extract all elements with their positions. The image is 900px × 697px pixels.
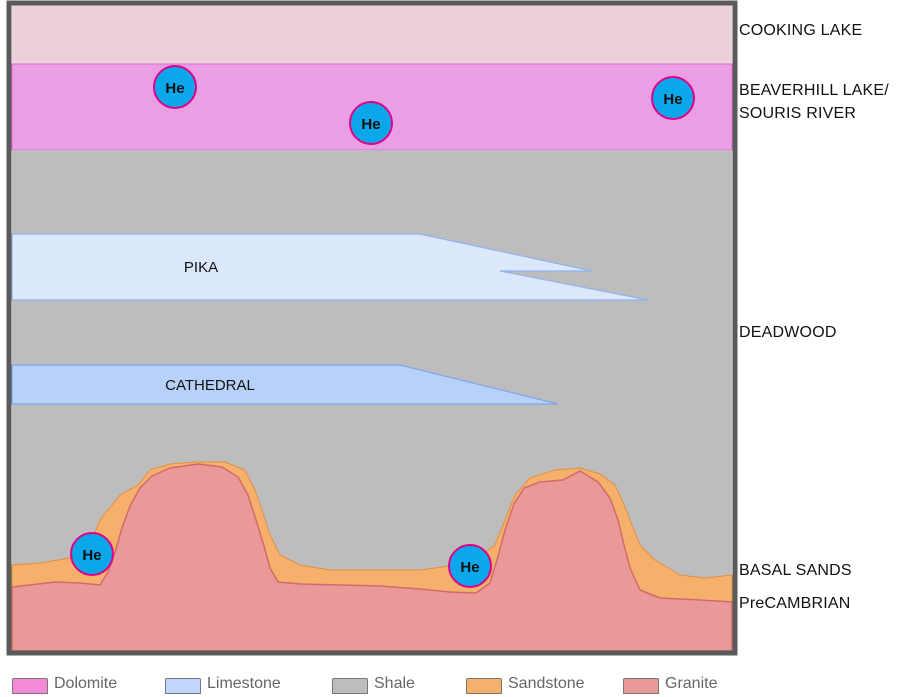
shale-swatch bbox=[332, 678, 368, 694]
pika-label: PIKA bbox=[184, 259, 218, 276]
helium-marker: He bbox=[448, 544, 492, 588]
precambrian-granite bbox=[11, 463, 733, 652]
beaverhill-lake-label-line2: SOURIS RIVER bbox=[739, 105, 857, 122]
basal-sands-label: BASAL SANDS bbox=[739, 562, 852, 579]
limestone-swatch bbox=[165, 678, 201, 694]
legend-label: Granite bbox=[665, 675, 718, 692]
cooking-lake-label: COOKING LAKE bbox=[739, 22, 863, 39]
svg-text:He: He bbox=[165, 80, 184, 97]
helium-marker: He bbox=[153, 65, 197, 109]
cathedral-label: CATHEDRAL bbox=[165, 377, 255, 394]
svg-text:He: He bbox=[460, 559, 479, 576]
legend-label: Dolomite bbox=[54, 675, 118, 692]
legend-label: Sandstone bbox=[508, 675, 585, 692]
dolomite-swatch bbox=[12, 678, 48, 694]
beaverhill-lake-label-line1: BEAVERHILL LAKE/ bbox=[739, 82, 889, 99]
svg-text:He: He bbox=[361, 116, 380, 133]
granite-swatch bbox=[623, 678, 659, 694]
helium-marker: He bbox=[651, 76, 695, 120]
helium-marker: He bbox=[70, 532, 114, 576]
helium-marker: He bbox=[349, 101, 393, 145]
svg-text:He: He bbox=[82, 547, 101, 564]
legend-label: Limestone bbox=[207, 675, 281, 692]
precambrian-label: PreCAMBRIAN bbox=[739, 595, 851, 612]
pika-limestone-wedge bbox=[11, 233, 649, 301]
diagram-frame bbox=[6, 0, 738, 656]
cathedral-limestone-wedge bbox=[11, 364, 559, 405]
legend-label: Shale bbox=[374, 675, 415, 692]
svg-text:He: He bbox=[663, 91, 682, 108]
sandstone-swatch bbox=[466, 678, 502, 694]
deadwood-label: DEADWOOD bbox=[739, 324, 837, 341]
cooking-lake-layer bbox=[12, 5, 732, 64]
